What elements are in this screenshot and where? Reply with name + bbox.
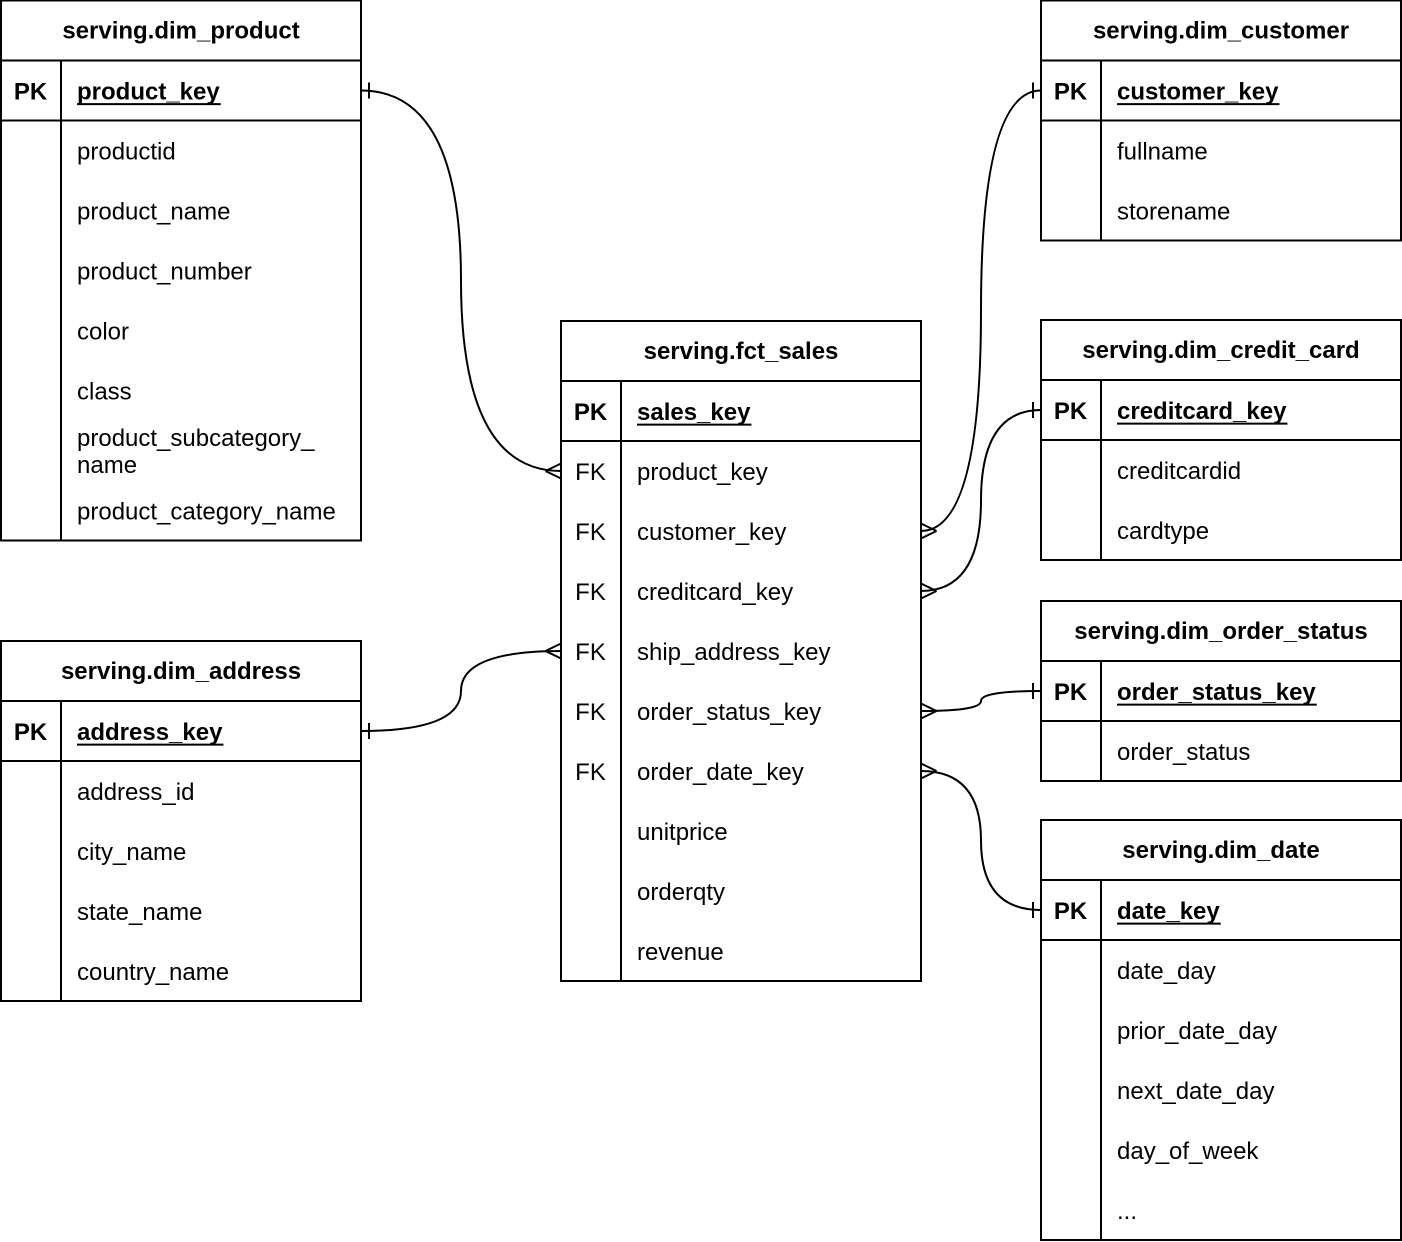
- svg-text:sales_key: sales_key: [637, 399, 751, 426]
- svg-text:PK: PK: [14, 719, 48, 746]
- svg-text:order_status: order_status: [1117, 739, 1250, 766]
- svg-text:ship_address_key: ship_address_key: [637, 639, 830, 666]
- svg-text:product_number: product_number: [77, 258, 252, 285]
- svg-text:next_date_day: next_date_day: [1117, 1078, 1274, 1105]
- svg-text:FK: FK: [575, 699, 606, 726]
- svg-text:PK: PK: [1054, 398, 1088, 425]
- svg-text:color: color: [77, 318, 129, 345]
- svg-text:fullname: fullname: [1117, 138, 1208, 165]
- svg-text:product_category_name: product_category_name: [77, 498, 336, 525]
- svg-text:creditcard_key: creditcard_key: [1117, 398, 1287, 425]
- svg-text:orderqty: orderqty: [637, 879, 725, 906]
- svg-text:product_key: product_key: [77, 78, 220, 105]
- svg-text:FK: FK: [575, 579, 606, 606]
- svg-text:PK: PK: [1054, 78, 1088, 105]
- svg-text:FK: FK: [575, 519, 606, 546]
- svg-text:day_of_week: day_of_week: [1117, 1138, 1259, 1165]
- svg-text:address_id: address_id: [77, 779, 194, 806]
- svg-text:PK: PK: [574, 399, 608, 426]
- svg-text:storename: storename: [1117, 198, 1230, 225]
- svg-text:country_name: country_name: [77, 959, 229, 986]
- svg-text:serving.dim_order_status: serving.dim_order_status: [1074, 618, 1367, 645]
- svg-text:name: name: [77, 452, 137, 479]
- svg-text:date_key: date_key: [1117, 898, 1220, 925]
- svg-text:date_day: date_day: [1117, 958, 1216, 985]
- svg-text:creditcard_key: creditcard_key: [637, 579, 793, 606]
- svg-text:FK: FK: [575, 759, 606, 786]
- svg-text:state_name: state_name: [77, 899, 202, 926]
- svg-text:product_name: product_name: [77, 198, 230, 225]
- svg-text:...: ...: [1117, 1198, 1137, 1225]
- svg-text:order_status_key: order_status_key: [1117, 679, 1316, 706]
- svg-text:serving.dim_credit_card: serving.dim_credit_card: [1082, 337, 1359, 364]
- svg-text:city_name: city_name: [77, 839, 186, 866]
- svg-text:address_key: address_key: [77, 719, 223, 746]
- svg-text:order_date_key: order_date_key: [637, 759, 804, 786]
- svg-text:serving.fct_sales: serving.fct_sales: [644, 338, 839, 365]
- svg-text:PK: PK: [1054, 679, 1088, 706]
- svg-text:cardtype: cardtype: [1117, 518, 1209, 545]
- svg-text:class: class: [77, 378, 132, 405]
- svg-text:serving.dim_customer: serving.dim_customer: [1093, 18, 1349, 45]
- svg-text:product_subcategory_: product_subcategory_: [77, 425, 315, 452]
- svg-text:customer_key: customer_key: [637, 519, 786, 546]
- svg-text:FK: FK: [575, 639, 606, 666]
- svg-text:revenue: revenue: [637, 939, 724, 966]
- svg-text:customer_key: customer_key: [1117, 78, 1279, 105]
- svg-text:PK: PK: [14, 78, 48, 105]
- svg-text:creditcardid: creditcardid: [1117, 458, 1241, 485]
- svg-text:order_status_key: order_status_key: [637, 699, 821, 726]
- svg-text:serving.dim_address: serving.dim_address: [61, 658, 301, 685]
- svg-text:PK: PK: [1054, 898, 1088, 925]
- svg-text:product_key: product_key: [637, 459, 768, 486]
- svg-text:unitprice: unitprice: [637, 819, 728, 846]
- svg-text:FK: FK: [575, 459, 606, 486]
- svg-text:prior_date_day: prior_date_day: [1117, 1018, 1277, 1045]
- svg-text:serving.dim_product: serving.dim_product: [62, 18, 299, 45]
- svg-text:serving.dim_date: serving.dim_date: [1122, 837, 1319, 864]
- svg-text:productid: productid: [77, 138, 176, 165]
